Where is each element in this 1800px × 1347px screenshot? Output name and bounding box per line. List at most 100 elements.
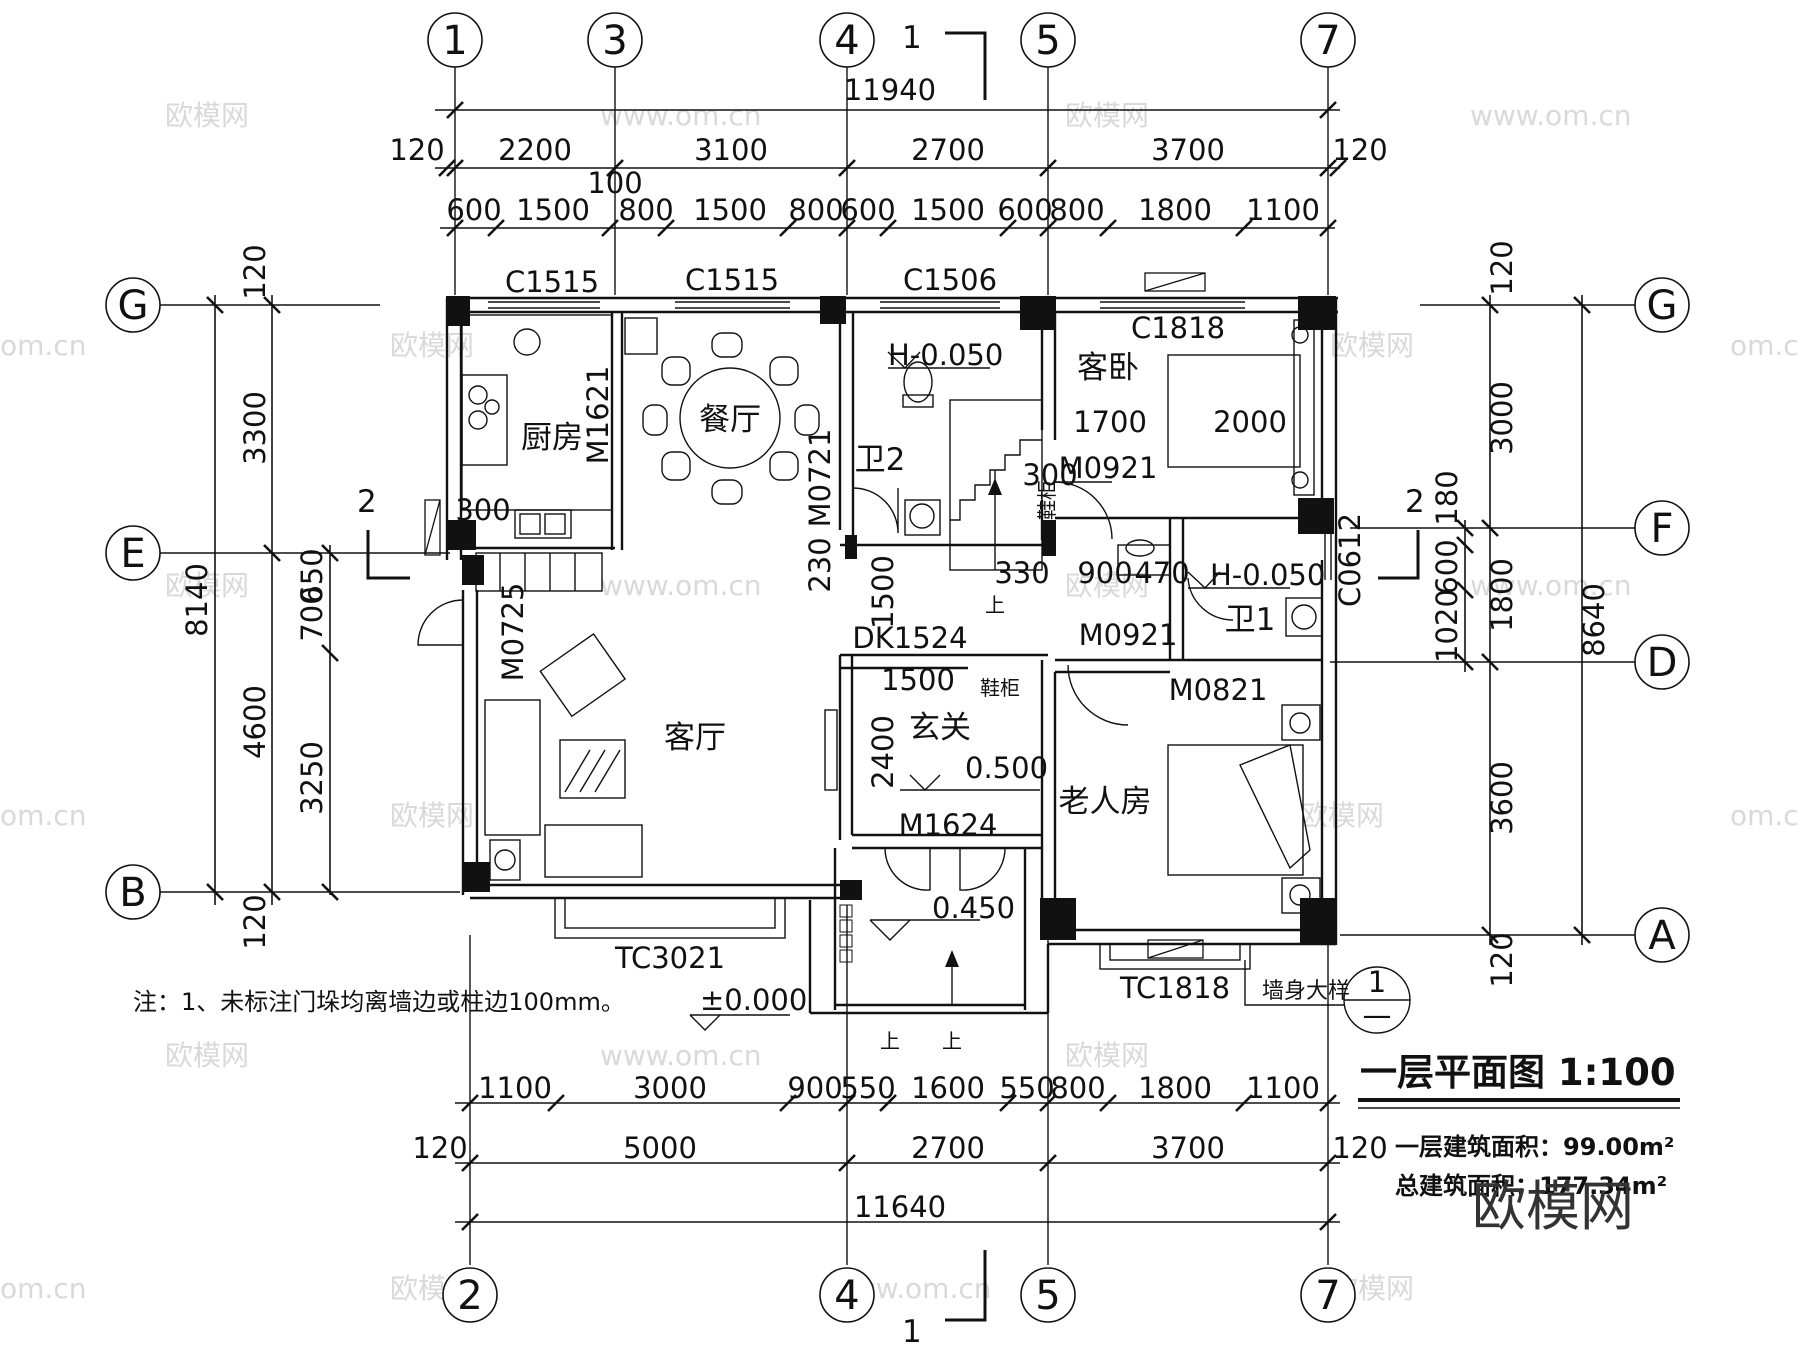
dim-text: 800 [788,193,843,227]
dim-text: 1500 [516,193,590,227]
axis-label: G [118,283,149,329]
dim-text: 1500 [866,555,900,629]
stair-up-label: 上 [942,1029,962,1053]
dimension-ticks [206,101,1591,1231]
dim-text: 1100 [1246,193,1320,227]
dim-overall: 11940 [844,73,936,107]
brand-watermark-large: 欧模网 [1472,1175,1634,1238]
dim-text: 700 [295,586,329,641]
dim-text: 180 [1430,470,1464,525]
dim-text: 120 [238,894,272,949]
window-label: TC3021 [614,941,725,975]
stair-arrows [945,478,1002,967]
level-label: H-0.050 [888,338,1003,372]
axis-bubbles [105,12,1690,1323]
dim-text: 1800 [1138,1071,1212,1105]
dim-text: 800 [618,193,673,227]
dim-text: 100 [587,166,642,200]
left-dimensions: 120 3300 4600 120 8140 700 650 3250 [180,244,329,949]
note-text: 注：1、未标注门垛均离墙边或柱边100mm。 [133,988,625,1016]
room-bath1: 卫1 [1225,602,1276,638]
bottom-dimensions: 1100 3000 900 550 1600 550 800 1800 1100… [412,1071,1387,1224]
room-bath2: 卫2 [855,442,906,478]
watermark-brand: 欧模网 [165,569,249,602]
watermarks: 欧模网 www.om.cn 欧模网 www.om.cn om.cn 欧模网 欧模… [0,99,1800,1305]
room-elderly: 老人房 [1059,784,1152,820]
dim-text: 120 [412,1131,467,1165]
detail-number: 1 [1368,965,1386,999]
bathroom-fixtures [902,361,1323,637]
window-label: C1515 [685,263,779,297]
door-label: M0921 [1079,618,1178,652]
door-label: M0921 [1059,451,1158,485]
detail-callout [1244,960,1411,1034]
level-label: 0.500 [965,751,1048,785]
dim-text: 230 [803,537,837,592]
watermark-url: www.om.cn [600,569,761,602]
dim-text: 2700 [911,133,985,167]
axis-label: 7 [1315,18,1340,64]
dim-text: 600 [1430,539,1464,594]
stair-up-label: 上 [880,1029,900,1053]
door-label: M1621 [581,366,615,465]
floor-area-label: 一层建筑面积：99.00m² [1395,1133,1674,1161]
dim-text: 330 [994,556,1049,590]
dim-text: 120 [1485,932,1519,987]
small-labels: 鞋柜 鞋柜 上 上 上 [880,480,1059,1053]
dim-text: 120 [1332,133,1387,167]
dim-text: 900 [787,1071,842,1105]
watermark-brand: 欧模网 [1065,1039,1149,1072]
grid-lines [160,65,1635,1265]
window-label: C1506 [903,263,997,297]
dim-text: 600 [446,193,501,227]
watermark-brand: 欧模网 [1330,329,1414,362]
dim-text: 4600 [238,685,272,759]
axis-label: 3 [602,18,627,64]
dim-text: 900 [1077,556,1132,590]
kitchen-fixtures [461,314,658,592]
top-dimensions: 11940 120 2200 3100 2700 3700 120 100 60… [389,73,1387,227]
dim-text: 550 [999,1071,1054,1105]
dim-text: 1600 [911,1071,985,1105]
door-label: M0821 [1169,673,1268,707]
dim-text: 1100 [478,1071,552,1105]
dim-text: 470 [1134,556,1189,590]
dim-text: 1800 [1485,558,1519,632]
detail-sub: — [1363,998,1392,1032]
dim-text: 1800 [1138,193,1212,227]
axis-label: 5 [1035,1273,1060,1319]
axis-label: 7 [1315,1273,1340,1319]
axis-label: 5 [1035,18,1060,64]
level-label: ±0.000 [700,983,807,1017]
dim-text: 600 [997,193,1052,227]
beds [1167,319,1321,914]
dim-text: 550 [840,1071,895,1105]
living-furniture [484,632,838,881]
dim-text: 3000 [633,1071,707,1105]
room-kitchen: 厨房 [521,420,583,456]
section-mark-label: 1 [902,20,922,56]
dim-text: 3600 [1485,761,1519,835]
dim-text: 3700 [1151,1131,1225,1165]
door-swings [417,481,1234,891]
dim-text: 650 [295,548,329,603]
level-symbols [689,351,1290,1031]
bed-width-dim: 1700 [1073,405,1147,439]
dim-text: 3100 [694,133,768,167]
dim-text: 300 [1022,458,1077,492]
watermark-url: om.cn [1730,799,1800,832]
level-labels: H-0.050 H-0.050 0.500 0.450 ±0.000 [700,338,1325,1017]
dim-text: 3700 [1151,133,1225,167]
drawing-title: 一层平面图 1:100 [1360,1051,1676,1094]
axis-label: E [120,531,145,577]
section-tag-icons [424,272,1206,959]
watermark-url: om.cn [0,329,86,362]
axis-label: F [1650,506,1673,552]
watermark-brand: 欧模网 [165,99,249,132]
axis-label: B [119,870,146,916]
dim-total: 8640 [1577,583,1611,657]
dim-total: 8140 [180,563,214,637]
dim-text: 2400 [866,715,900,789]
watermark-brand: 欧模网 [165,1039,249,1072]
